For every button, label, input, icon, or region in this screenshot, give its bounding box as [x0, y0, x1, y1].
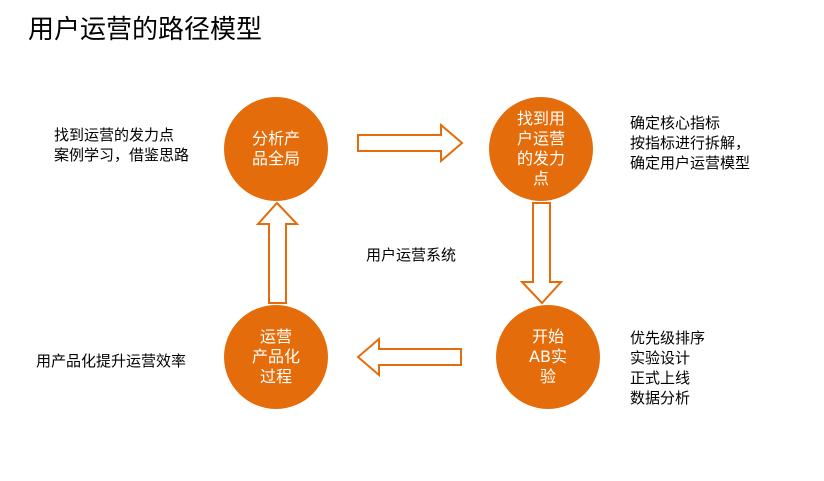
note-ab-test: 优先级排序 实验设计 正式上线 数据分析: [630, 329, 706, 407]
node-analyze-product: 分析产 品全局: [224, 97, 328, 201]
arrow-down: [519, 202, 564, 305]
arrow-right: [357, 122, 464, 164]
node-ab-test: 开始 AB实 验: [496, 305, 600, 409]
node-productize: 运营 产品化 过程: [224, 305, 328, 409]
page-title: 用户运营的路径模型: [28, 15, 263, 45]
note-productize: 用产品化提升运营效率: [36, 352, 187, 370]
node-find-leverage: 找到用 户运营 的发力 点: [489, 97, 593, 201]
arrow-up: [255, 201, 300, 304]
note-analyze: 找到运营的发力点 案例学习，借鉴思路: [54, 126, 190, 164]
note-find: 确定核心指标 按指标进行拆解， 确定用户运营模型: [630, 114, 751, 172]
arrow-left: [356, 336, 462, 378]
center-label: 用户运营系统: [366, 246, 457, 264]
